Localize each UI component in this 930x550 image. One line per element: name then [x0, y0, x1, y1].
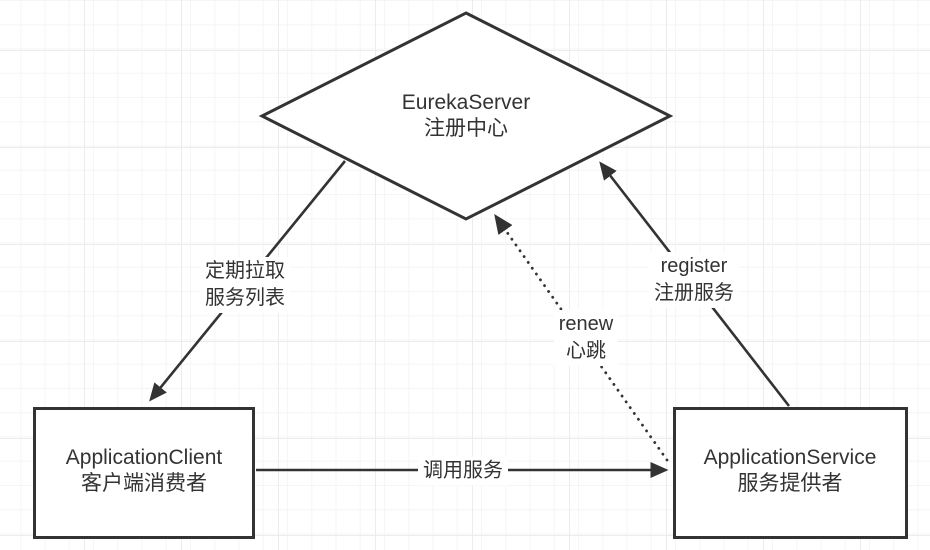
edge-renew-label-line1: renew	[558, 313, 614, 335]
edge-register-label-line1: register	[660, 255, 728, 277]
edge-pull-service-list-label: 定期拉取 服务列表	[200, 257, 290, 313]
node-eureka-server-title: EurekaServer	[401, 91, 531, 114]
node-eureka-server-shape	[258, 11, 674, 221]
node-application-service-title: ApplicationService	[703, 446, 877, 469]
node-application-client-subtitle: 客户端消费者	[81, 472, 207, 495]
edge-invoke-label-line1: 调用服务	[423, 459, 503, 482]
edge-renew-label-line2: 心跳	[565, 340, 606, 362]
node-eureka-server-label: EurekaServer 注册中心	[402, 90, 530, 142]
node-application-service-label: ApplicationService 服务提供者	[704, 445, 877, 497]
node-application-service-subtitle: 服务提供者	[737, 472, 843, 495]
edge-pull-label-line1: 定期拉取	[205, 260, 285, 282]
edge-renew-heartbeat-label: renew 心跳	[553, 310, 619, 366]
node-eureka-server-subtitle: 注册中心	[423, 117, 508, 140]
node-application-service-shape	[673, 407, 908, 539]
edge-pull-label-line2: 服务列表	[205, 287, 285, 309]
node-application-client-label: ApplicationClient 客户端消费者	[66, 445, 222, 497]
edge-register-label: register 注册服务	[649, 252, 739, 308]
edge-invoke-service-label: 调用服务	[418, 456, 508, 486]
edge-register-label-line2: 注册服务	[654, 282, 734, 304]
node-application-client-title: ApplicationClient	[65, 446, 223, 469]
node-application-client-shape	[33, 407, 255, 539]
